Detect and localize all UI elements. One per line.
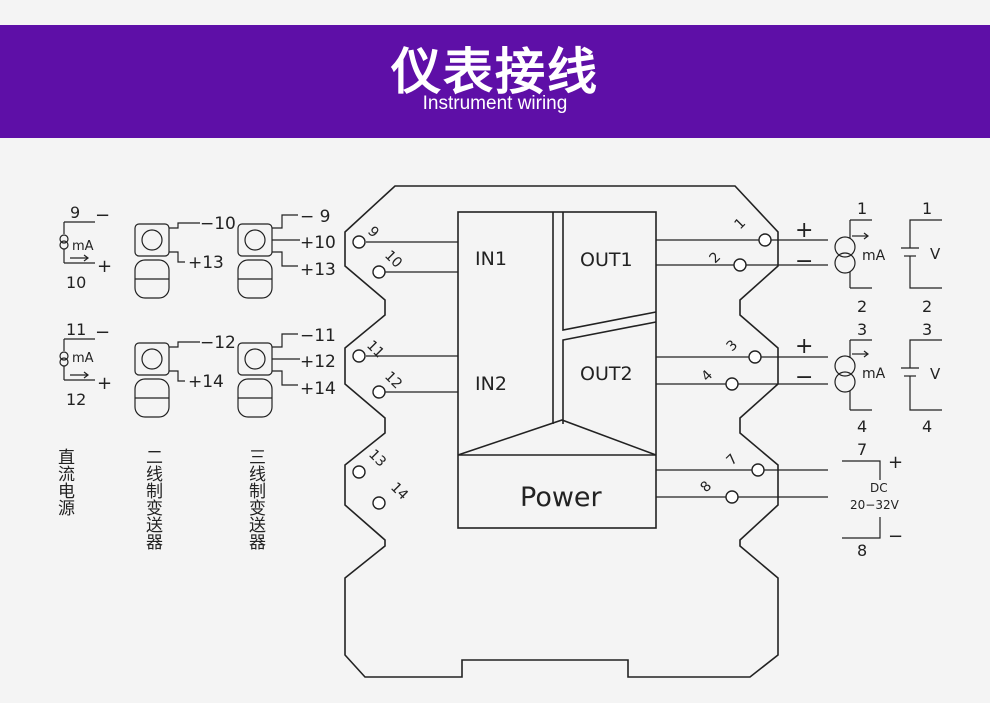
- terminal-label-10: 10: [381, 248, 405, 272]
- dc1-neg-sign: −: [95, 205, 110, 226]
- two-wire-2-bottom: +14: [188, 372, 224, 392]
- out2-ma-bottom: 4: [857, 417, 867, 436]
- terminal-10: [372, 265, 386, 279]
- terminal-1: [758, 233, 772, 247]
- two-wire-2-top: −12: [200, 333, 236, 353]
- terminal-4: [725, 377, 739, 391]
- two-wire-transmitter-ch1: −10 +13: [134, 214, 236, 299]
- out2-label: OUT2: [580, 363, 633, 385]
- terminal-14: [372, 496, 386, 510]
- out1-divider-b: [562, 321, 657, 424]
- three-wire-1-c: +13: [300, 260, 336, 280]
- power-label-voltage: 20−32V: [850, 498, 900, 512]
- three-wire-label: 三线制变送器: [245, 448, 266, 550]
- out1-v-bottom: 2: [922, 297, 932, 316]
- out1-ma-bottom: 2: [857, 297, 867, 316]
- terminal-label-13: 13: [365, 447, 389, 471]
- terminal-8: [725, 490, 739, 504]
- power-supply: 7 + DC 20−32V − 8: [842, 440, 903, 560]
- three-wire-2-a: −11: [300, 326, 336, 346]
- three-wire-2-c: +14: [300, 379, 336, 399]
- terminal-13: [352, 465, 366, 479]
- out1-neg-sign: −: [795, 249, 813, 274]
- power-bottom: 8: [857, 541, 867, 560]
- dc2-pos-sign: +: [97, 373, 112, 394]
- dc1-pos-terminal: 10: [66, 273, 86, 292]
- module-roof-line: [457, 419, 657, 456]
- out2-ma-meter: 3 mA 4: [834, 320, 886, 436]
- out2-neg-sign: −: [795, 365, 813, 390]
- three-wire-1-a: − 9: [300, 207, 330, 227]
- three-wire-transmitter-ch2: −11 +12 +14: [237, 326, 336, 418]
- in1-label: IN1: [475, 248, 507, 270]
- module-housing: [344, 185, 779, 678]
- power-top: 7: [857, 440, 867, 459]
- out2-ma-unit: mA: [862, 366, 886, 382]
- terminal-12: [372, 385, 386, 399]
- page-subtitle: Instrument wiring: [422, 93, 568, 114]
- out1-ma-meter: 1 mA 2: [834, 199, 886, 316]
- terminal-label-9: 9: [364, 224, 382, 242]
- page-title: 仪表接线: [391, 43, 599, 101]
- power-pos-sign: +: [888, 452, 903, 473]
- terminal-2: [733, 258, 747, 272]
- out2-v-bottom: 4: [922, 417, 932, 436]
- power-label-dc: DC: [870, 481, 888, 495]
- out1-v-top: 1: [922, 199, 932, 218]
- terminal-7: [751, 463, 765, 477]
- out1-pos-sign: +: [795, 218, 813, 243]
- out1-ma-top: 1: [857, 199, 867, 218]
- terminal-label-3: 3: [724, 337, 742, 355]
- two-wire-1-top: −10: [200, 214, 236, 234]
- terminal-label-2: 2: [707, 249, 725, 267]
- out1-v-meter: 1 V 2: [901, 199, 942, 316]
- out2-v-meter: 3 V 4: [901, 320, 942, 436]
- out1-ma-unit: mA: [862, 248, 886, 264]
- three-wire-transmitter-ch1: − 9 +10 +13: [237, 207, 336, 299]
- dc2-neg-terminal: 11: [66, 320, 86, 339]
- header-banner: 仪表接线 Instrument wiring: [0, 25, 990, 138]
- terminal-label-1: 1: [732, 215, 750, 233]
- out2-ma-top: 3: [857, 320, 867, 339]
- out2-v-unit: V: [930, 365, 941, 383]
- out2-pos-sign: +: [795, 334, 813, 359]
- two-wire-1-bottom: +13: [188, 253, 224, 273]
- terminal-11: [352, 349, 366, 363]
- terminal-9: [352, 235, 366, 249]
- power-label: Power: [520, 482, 603, 513]
- terminal-label-14: 14: [387, 480, 411, 504]
- in2-label: IN2: [475, 373, 507, 395]
- dc-source-ch2: 11 − mA + 12: [59, 320, 112, 409]
- out1-v-unit: V: [930, 245, 941, 263]
- two-wire-transmitter-ch2: −12 +14: [134, 333, 236, 418]
- dc1-unit: mA: [72, 239, 94, 254]
- three-wire-1-b: +10: [300, 233, 336, 253]
- terminal-label-4: 4: [699, 367, 717, 385]
- dc2-neg-sign: −: [95, 322, 110, 343]
- dc1-neg-terminal: 9: [70, 203, 80, 222]
- two-wire-label: 二线制变送器: [142, 448, 163, 550]
- terminal-label-11: 11: [363, 338, 387, 362]
- terminal-label-8: 8: [698, 478, 716, 496]
- out1-label: OUT1: [580, 249, 633, 271]
- module-inner-block: [457, 211, 657, 529]
- three-wire-2-b: +12: [300, 352, 336, 372]
- terminal-label-7: 7: [724, 451, 742, 469]
- dc-source-ch1: 9 − mA + 10: [59, 203, 112, 292]
- out1-divider-a: [562, 212, 657, 331]
- dc2-unit: mA: [72, 351, 94, 366]
- terminal-3: [748, 350, 762, 364]
- out2-v-top: 3: [922, 320, 932, 339]
- dc-source-label: 直流电源: [54, 448, 75, 517]
- power-neg-sign: −: [888, 526, 903, 547]
- dc1-pos-sign: +: [97, 256, 112, 277]
- dc2-pos-terminal: 12: [66, 390, 86, 409]
